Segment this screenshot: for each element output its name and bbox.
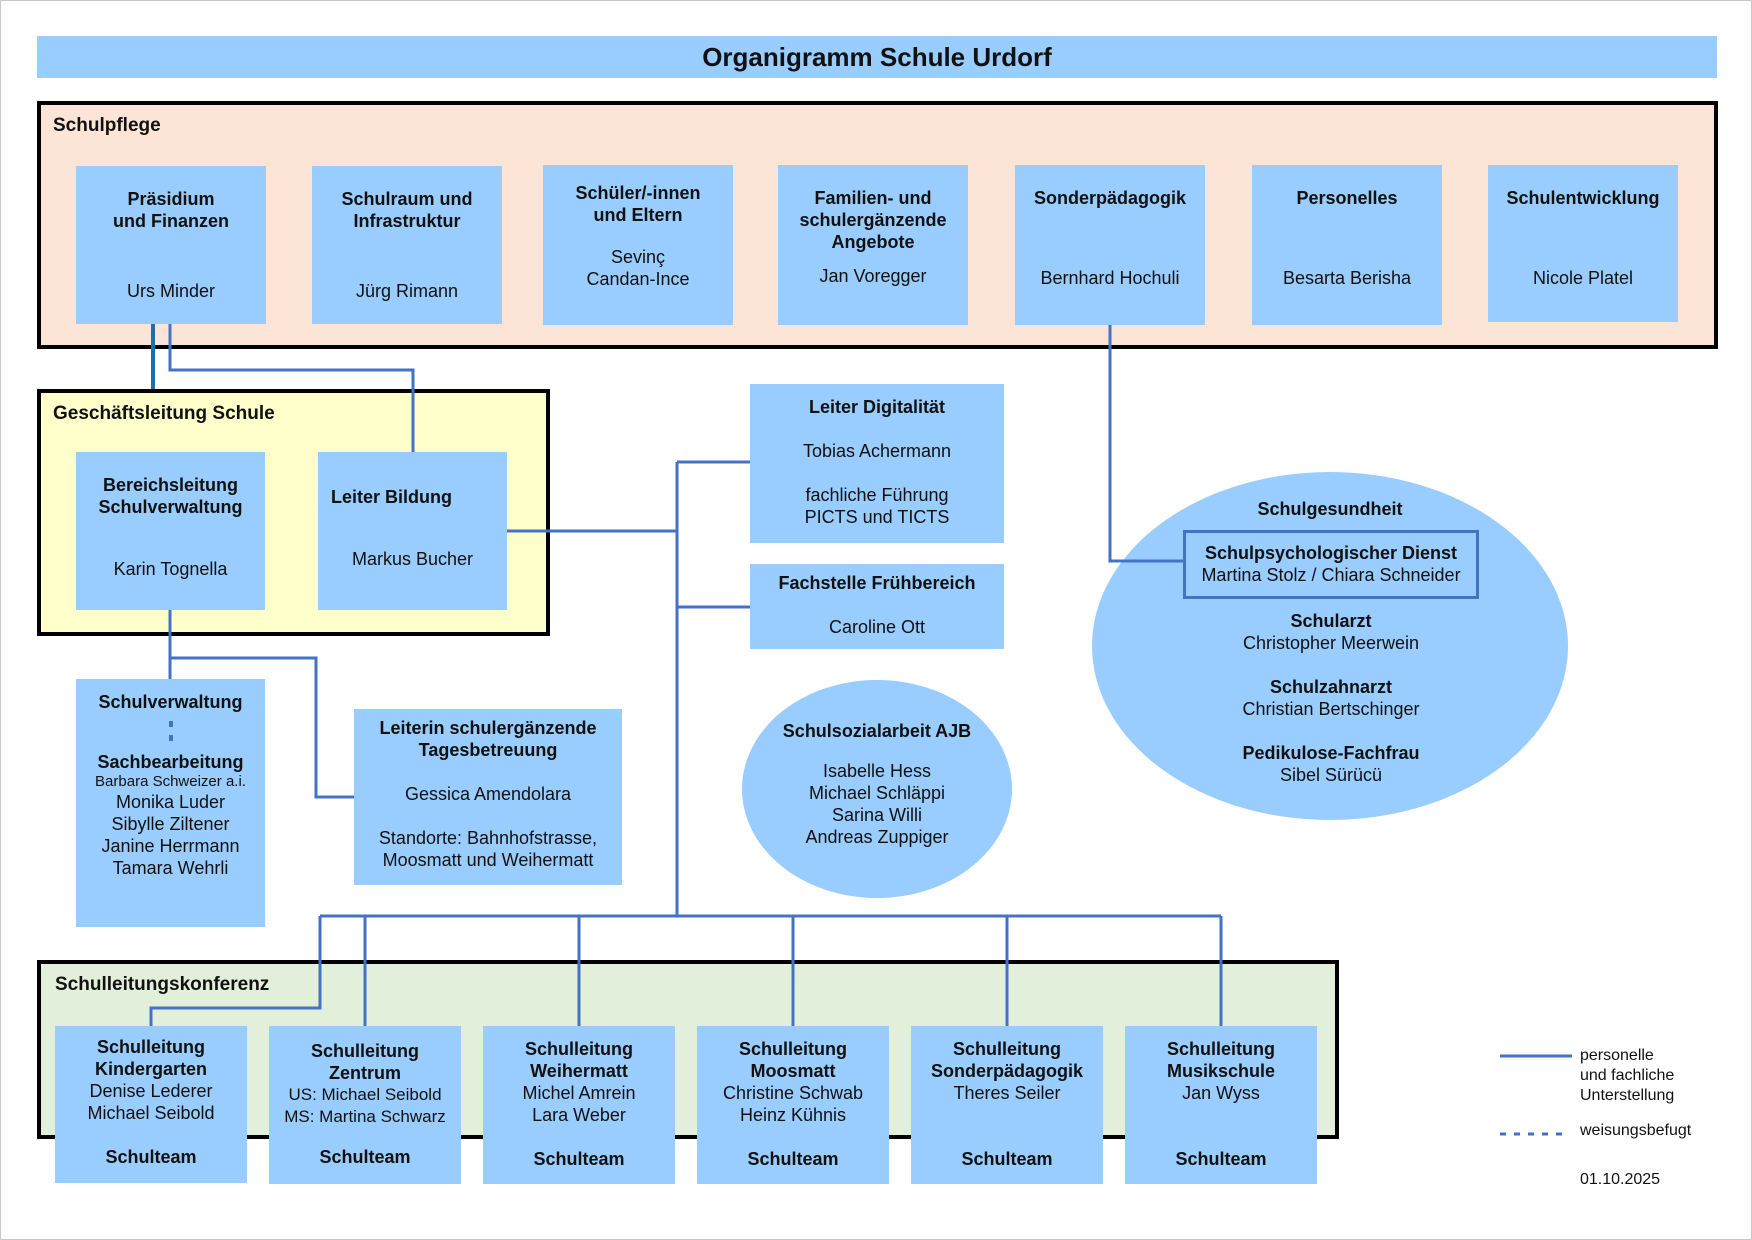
box-tagesbetreuung[interactable]: Leiterin schulergänzende Tagesbetreuung … (354, 709, 622, 885)
person: Christian Bertschinger (1242, 699, 1420, 719)
box-digitalitaet[interactable]: Leiter Digitalität Tobias Achermann fach… (750, 384, 1004, 543)
box-fruehbereich[interactable]: Fachstelle Frühbereich Caroline Ott (750, 564, 1004, 649)
person: Michael Schläppi (808, 783, 946, 803)
person: Karin Tognella (113, 559, 228, 579)
item-schularzt: Schularzt Christopher Meerwein (1183, 610, 1479, 654)
box-schulleitung-kindergarten[interactable]: Schulleitung Kindergarten Denise Lederer… (55, 1026, 247, 1183)
person: Tamara Wehrli (112, 858, 229, 878)
box-personelles[interactable]: Personelles Besarta Berisha (1252, 165, 1442, 325)
schulgesundheit-title: Schulgesundheit (1257, 499, 1403, 519)
person: Christopher Meerwein (1242, 633, 1420, 653)
role: Schulzahnarzt (1269, 677, 1393, 697)
person: Janine Herrmann (101, 836, 240, 856)
box-sonderpaedagogik[interactable]: Sonderpädagogik Bernhard Hochuli (1015, 165, 1205, 325)
role: Schulentwicklung (1506, 188, 1660, 208)
person: Monika Luder (115, 792, 226, 812)
role: Sonderpädagogik (1033, 188, 1186, 208)
role: Pedikulose-Fachfrau (1242, 743, 1420, 763)
role: Schüler/-innen und Eltern (575, 183, 701, 225)
box-praesidium[interactable]: Präsidium und Finanzen Urs Minder (76, 166, 266, 324)
role: Schulpsychologischer Dienst (1204, 543, 1458, 563)
group-label-schulleitungskonferenz: Schulleitungskonferenz (55, 974, 270, 995)
schulsozialarbeit-title: Schulsozialarbeit AJB (782, 721, 972, 741)
role: Schulraum und Infrastruktur (341, 189, 473, 231)
person: Markus Bucher (351, 549, 474, 569)
box-schulpsychologischer-dienst[interactable]: Schulpsychologischer Dienst Martina Stol… (1183, 530, 1479, 599)
role: Fachstelle Frühbereich (778, 573, 976, 593)
role: Schulleitung Moosmatt (739, 1039, 847, 1081)
box-schulleitung-musikschule[interactable]: Schulleitung Musikschule Jan Wyss Schult… (1125, 1026, 1317, 1184)
note: fachliche Führung PICTS und TICTS (804, 485, 950, 527)
schulverwaltung-title: Schulverwaltung (98, 692, 243, 712)
role: Schularzt (1290, 611, 1372, 631)
person: Sarina Willi (831, 805, 923, 825)
person: Urs Minder (126, 281, 215, 301)
team: Schulteam (961, 1149, 1053, 1169)
person: Christine Schwab Heinz Kühnis (722, 1083, 864, 1125)
person: Denise Lederer Michael Seibold (87, 1081, 215, 1123)
person: Gessica Amendolara (404, 784, 572, 804)
team: Schulteam (747, 1149, 839, 1169)
person: Theres Seiler (953, 1083, 1061, 1103)
box-schulleitung-moosmatt[interactable]: Schulleitung Moosmatt Christine Schwab H… (697, 1026, 889, 1184)
person: Isabelle Hess (822, 761, 932, 781)
box-schulleitung-zentrum[interactable]: Schulleitung Zentrum US: Michael Seibold… (269, 1026, 461, 1184)
person: Jürg Rimann (355, 281, 459, 301)
item-pedikulose: Pedikulose-Fachfrau Sibel Sürücü (1183, 742, 1479, 786)
team: Schulteam (533, 1149, 625, 1169)
box-schulentwicklung[interactable]: Schulentwicklung Nicole Platel (1488, 165, 1678, 322)
team: Schulteam (1175, 1149, 1267, 1169)
sachbearbeitung-title: Sachbearbeitung (97, 752, 244, 772)
person: Caroline Ott (828, 617, 926, 637)
box-schulleitung-weihermatt[interactable]: Schulleitung Weihermatt Michel Amrein La… (483, 1026, 675, 1184)
team: Schulteam (319, 1147, 411, 1167)
team: Schulteam (105, 1147, 197, 1167)
role: Präsidium und Finanzen (113, 189, 229, 231)
person: US: Michael Seibold MS: Martina Schwarz (284, 1085, 446, 1126)
role: Personelles (1296, 188, 1398, 208)
box-schueler-eltern[interactable]: Schüler/-innen und Eltern Sevinç Candan-… (543, 165, 733, 325)
person: Martina Stolz / Chiara Schneider (1201, 565, 1461, 585)
role: Leiter Bildung (331, 487, 452, 507)
person: Andreas Zuppiger (805, 827, 949, 847)
person: Sevinç Candan-Ince (586, 247, 690, 289)
schulgesundheit-list: Schularzt Christopher Meerwein Schulzahn… (1183, 610, 1479, 786)
person: Jan Voregger (819, 266, 927, 286)
box-bereichsleitung[interactable]: Bereichsleitung Schulverwaltung Karin To… (76, 452, 265, 610)
box-leiter-bildung[interactable]: Leiter Bildung Markus Bucher (318, 452, 507, 610)
item-schulzahnarzt: Schulzahnarzt Christian Bertschinger (1183, 676, 1479, 720)
role: Leiterin schulergänzende Tagesbetreuung (379, 718, 597, 760)
dashed-connector (168, 721, 173, 745)
role: Schulleitung Zentrum (311, 1041, 419, 1083)
group-label-geschaeftsleitung: Geschäftsleitung Schule (53, 403, 275, 424)
person: Sibylle Ziltener (111, 814, 230, 834)
person: Sibel Sürücü (1279, 765, 1383, 785)
role: Schulleitung Weihermatt (525, 1039, 633, 1081)
box-familien[interactable]: Familien- und schulergänzende Angebote J… (778, 165, 968, 325)
role: Schulleitung Kindergarten (94, 1037, 208, 1079)
person: Tobias Achermann (802, 441, 952, 461)
person-lead: Barbara Schweizer a.i. (95, 773, 246, 790)
box-schulraum[interactable]: Schulraum und Infrastruktur Jürg Rimann (312, 166, 502, 324)
ellipse-schulsozialarbeit[interactable]: Schulsozialarbeit AJB Isabelle Hess Mich… (742, 680, 1012, 898)
person: Bernhard Hochuli (1040, 268, 1180, 288)
legend-solid-label: personelle und fachliche Unterstellung (1580, 1047, 1675, 1104)
locations: Standorte: Bahnhofstrasse, Moosmatt und … (378, 828, 598, 870)
box-schulleitung-sonderpaedagogik[interactable]: Schulleitung Sonderpädagogik Theres Seil… (911, 1026, 1103, 1184)
role: Bereichsleitung Schulverwaltung (98, 475, 243, 517)
group-label-schulpflege: Schulpflege (53, 115, 161, 136)
person: Jan Wyss (1182, 1083, 1260, 1103)
person: Michel Amrein Lara Weber (522, 1083, 636, 1125)
role: Schulleitung Musikschule (1166, 1039, 1276, 1081)
date-label: 01.10.2025 (1580, 1171, 1661, 1188)
page-title: Organigramm Schule Urdorf (37, 36, 1717, 78)
person: Besarta Berisha (1282, 268, 1412, 288)
person: Nicole Platel (1532, 268, 1634, 288)
role: Leiter Digitalität (808, 397, 946, 417)
box-schulverwaltung[interactable]: Schulverwaltung Sachbearbeitung Barbara … (76, 679, 265, 927)
legend-dashed-label: weisungsbefugt (1580, 1122, 1692, 1139)
role: Schulleitung Sonderpädagogik (930, 1039, 1083, 1081)
role: Familien- und schulergänzende Angebote (799, 188, 947, 252)
